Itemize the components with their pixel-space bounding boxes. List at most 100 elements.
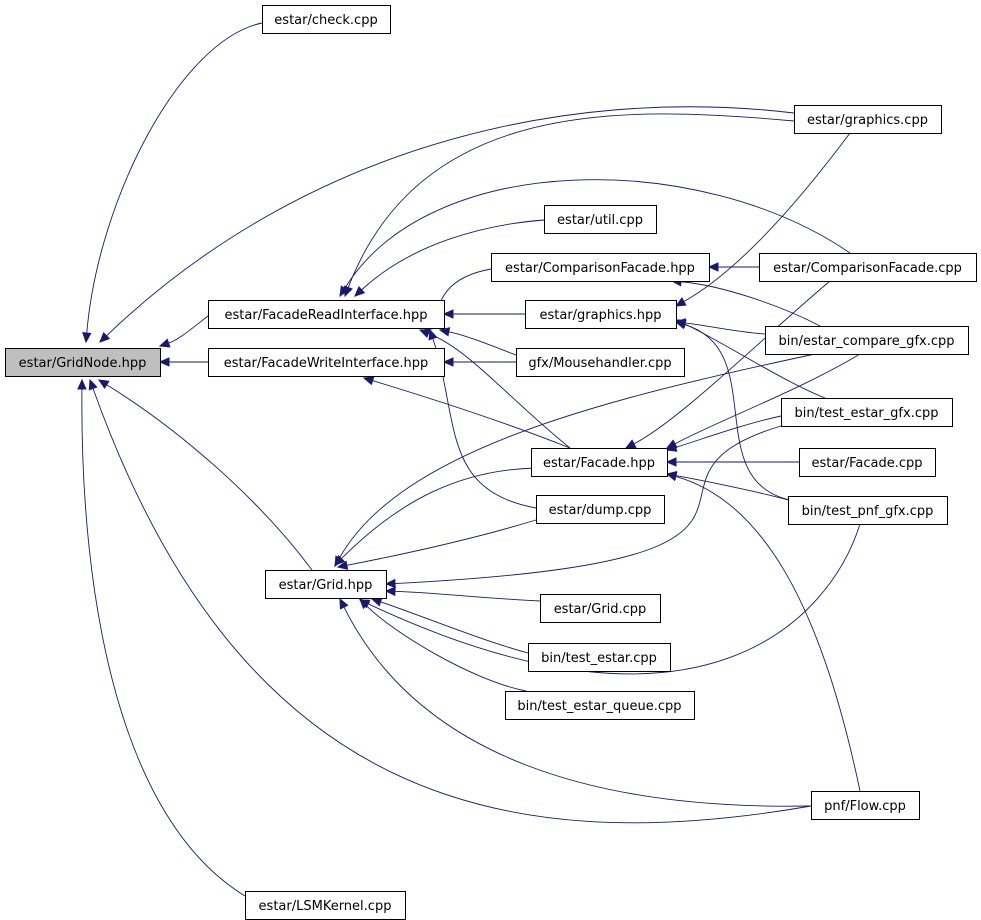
arrowhead [624, 439, 637, 449]
node-gridnode[interactable]: estar/GridNode.hpp [5, 348, 161, 377]
node-test-estar[interactable]: bin/test_estar.cpp [528, 643, 671, 672]
arrowhead [665, 442, 678, 452]
node-box [794, 105, 942, 134]
edge-line [448, 331, 517, 356]
edge-compare_gfx-to-cmpfacade_hpp [670, 277, 821, 327]
node-label: pnf/Flow.cpp [824, 799, 906, 814]
edge-line [344, 179, 851, 289]
edge-dump-to-grid_hpp [336, 519, 537, 570]
edge-line [361, 219, 545, 291]
node-mousehandler[interactable]: gfx/Mousehandler.cpp [516, 348, 685, 377]
edge-line [394, 425, 782, 584]
node-box [505, 691, 695, 720]
edge-lsmkernel-to-gridnode [77, 378, 246, 897]
edge-grid_cpp-to-grid_hpp [384, 586, 541, 602]
node-flow[interactable]: pnf/Flow.cpp [811, 791, 920, 820]
node-graphics-cpp[interactable]: estar/graphics.cpp [794, 105, 942, 134]
edge-compare_gfx-to-grid_hpp [334, 353, 816, 568]
arrowhead [97, 379, 110, 390]
node-util[interactable]: estar/util.cpp [544, 205, 657, 234]
node-fri[interactable]: estar/FacadeReadInterface.hpp [208, 300, 445, 329]
arrowhead [358, 599, 371, 609]
edge-facade_hpp-to-fri [418, 329, 571, 449]
arrowhead [674, 297, 687, 307]
edge-cmpfacade_cpp-to-fri [339, 179, 851, 298]
arrowhead [665, 457, 677, 467]
edge-test_pnf_gfx-to-facade_hpp [665, 471, 789, 501]
edge-line [684, 324, 791, 501]
node-test-estar-queue[interactable]: bin/test_estar_queue.cpp [505, 691, 695, 720]
node-label: estar/dump.cpp [549, 503, 652, 518]
node-compare-gfx[interactable]: bin/estar_compare_gfx.cpp [765, 326, 969, 355]
node-box [208, 348, 445, 377]
edge-line [86, 22, 263, 334]
node-label: estar/Facade.hpp [543, 456, 655, 471]
arrowhead [339, 597, 349, 610]
arrowhead [82, 332, 92, 344]
node-test-pnf-gfx[interactable]: bin/test_pnf_gfx.cpp [788, 496, 948, 525]
edge-line [339, 353, 816, 559]
edge-line [680, 281, 821, 327]
node-label: bin/test_estar.cpp [541, 651, 657, 666]
node-label: estar/ComparisonFacade.cpp [773, 261, 962, 276]
node-fwi[interactable]: estar/FacadeWriteInterface.hpp [208, 348, 445, 377]
arrowhead [77, 378, 87, 390]
edge-line [675, 475, 861, 792]
node-box [265, 570, 387, 599]
node-grid-cpp[interactable]: estar/Grid.cpp [540, 594, 661, 623]
arrowhead [362, 376, 375, 386]
node-facade-hpp[interactable]: estar/Facade.hpp [531, 448, 668, 477]
edge-graphics_hpp-to-fri [442, 309, 525, 319]
node-label: gfx/Mousehandler.cpp [528, 356, 671, 371]
node-box [799, 448, 936, 477]
edge-line [343, 606, 812, 807]
node-label: estar/Facade.cpp [812, 456, 923, 471]
node-box [516, 348, 685, 377]
node-cmpfacade-hpp[interactable]: estar/ComparisonFacade.hpp [491, 253, 710, 282]
arrowhead [442, 357, 454, 367]
node-box [540, 594, 661, 623]
arrowhead [88, 378, 98, 391]
node-layer: estar/GridNode.hpp estar/check.cpp estar/g… [5, 5, 977, 920]
arrowhead [370, 597, 383, 607]
node-dump[interactable]: estar/dump.cpp [536, 495, 665, 524]
edge-test_pnf_gfx-to-grid_hpp [358, 523, 861, 675]
node-box [208, 300, 445, 329]
node-lsmkernel[interactable]: estar/LSMKernel.cpp [245, 891, 406, 920]
node-box [536, 495, 665, 524]
arrowhead [158, 338, 171, 348]
edge-line [168, 315, 209, 344]
node-box [5, 348, 161, 377]
node-label: bin/test_pnf_gfx.cpp [802, 504, 934, 519]
arrowhead [354, 285, 366, 297]
edge-line [394, 590, 541, 602]
edge-line [633, 280, 831, 445]
node-grid-hpp[interactable]: estar/Grid.hpp [265, 570, 387, 599]
edge-test_estar_gfx-to-grid_hpp [384, 425, 782, 589]
edge-facade_hpp-to-grid_hpp [334, 467, 536, 566]
edge-line [106, 384, 313, 571]
edge-mousehandler-to-fwi [442, 357, 517, 367]
node-label: estar/ComparisonFacade.hpp [505, 261, 695, 276]
edge-line [347, 113, 795, 288]
node-test-estar-gfx[interactable]: bin/test_estar_gfx.cpp [781, 398, 953, 427]
edge-line [341, 467, 536, 559]
edge-cmpfacade_cpp-to-cmpfacade_hpp [707, 262, 760, 272]
arrowhead [158, 357, 170, 367]
node-label: estar/graphics.cpp [807, 113, 928, 128]
edge-layer [77, 22, 861, 897]
node-box [525, 300, 677, 329]
node-box [528, 643, 671, 672]
node-label: bin/test_estar_gfx.cpp [795, 406, 939, 421]
node-check[interactable]: estar/check.cpp [262, 5, 391, 34]
node-label: estar/Grid.cpp [554, 602, 647, 617]
node-facade-cpp[interactable]: estar/Facade.cpp [799, 448, 936, 477]
edge-line [428, 332, 571, 449]
edge-line [675, 475, 789, 501]
edge-line [380, 601, 529, 654]
edge-util-to-fri [354, 219, 545, 297]
node-graphics-hpp[interactable]: estar/graphics.hpp [525, 300, 677, 329]
node-cmpfacade-cpp[interactable]: estar/ComparisonFacade.cpp [759, 253, 977, 282]
node-label: estar/FacadeReadInterface.hpp [225, 308, 428, 323]
